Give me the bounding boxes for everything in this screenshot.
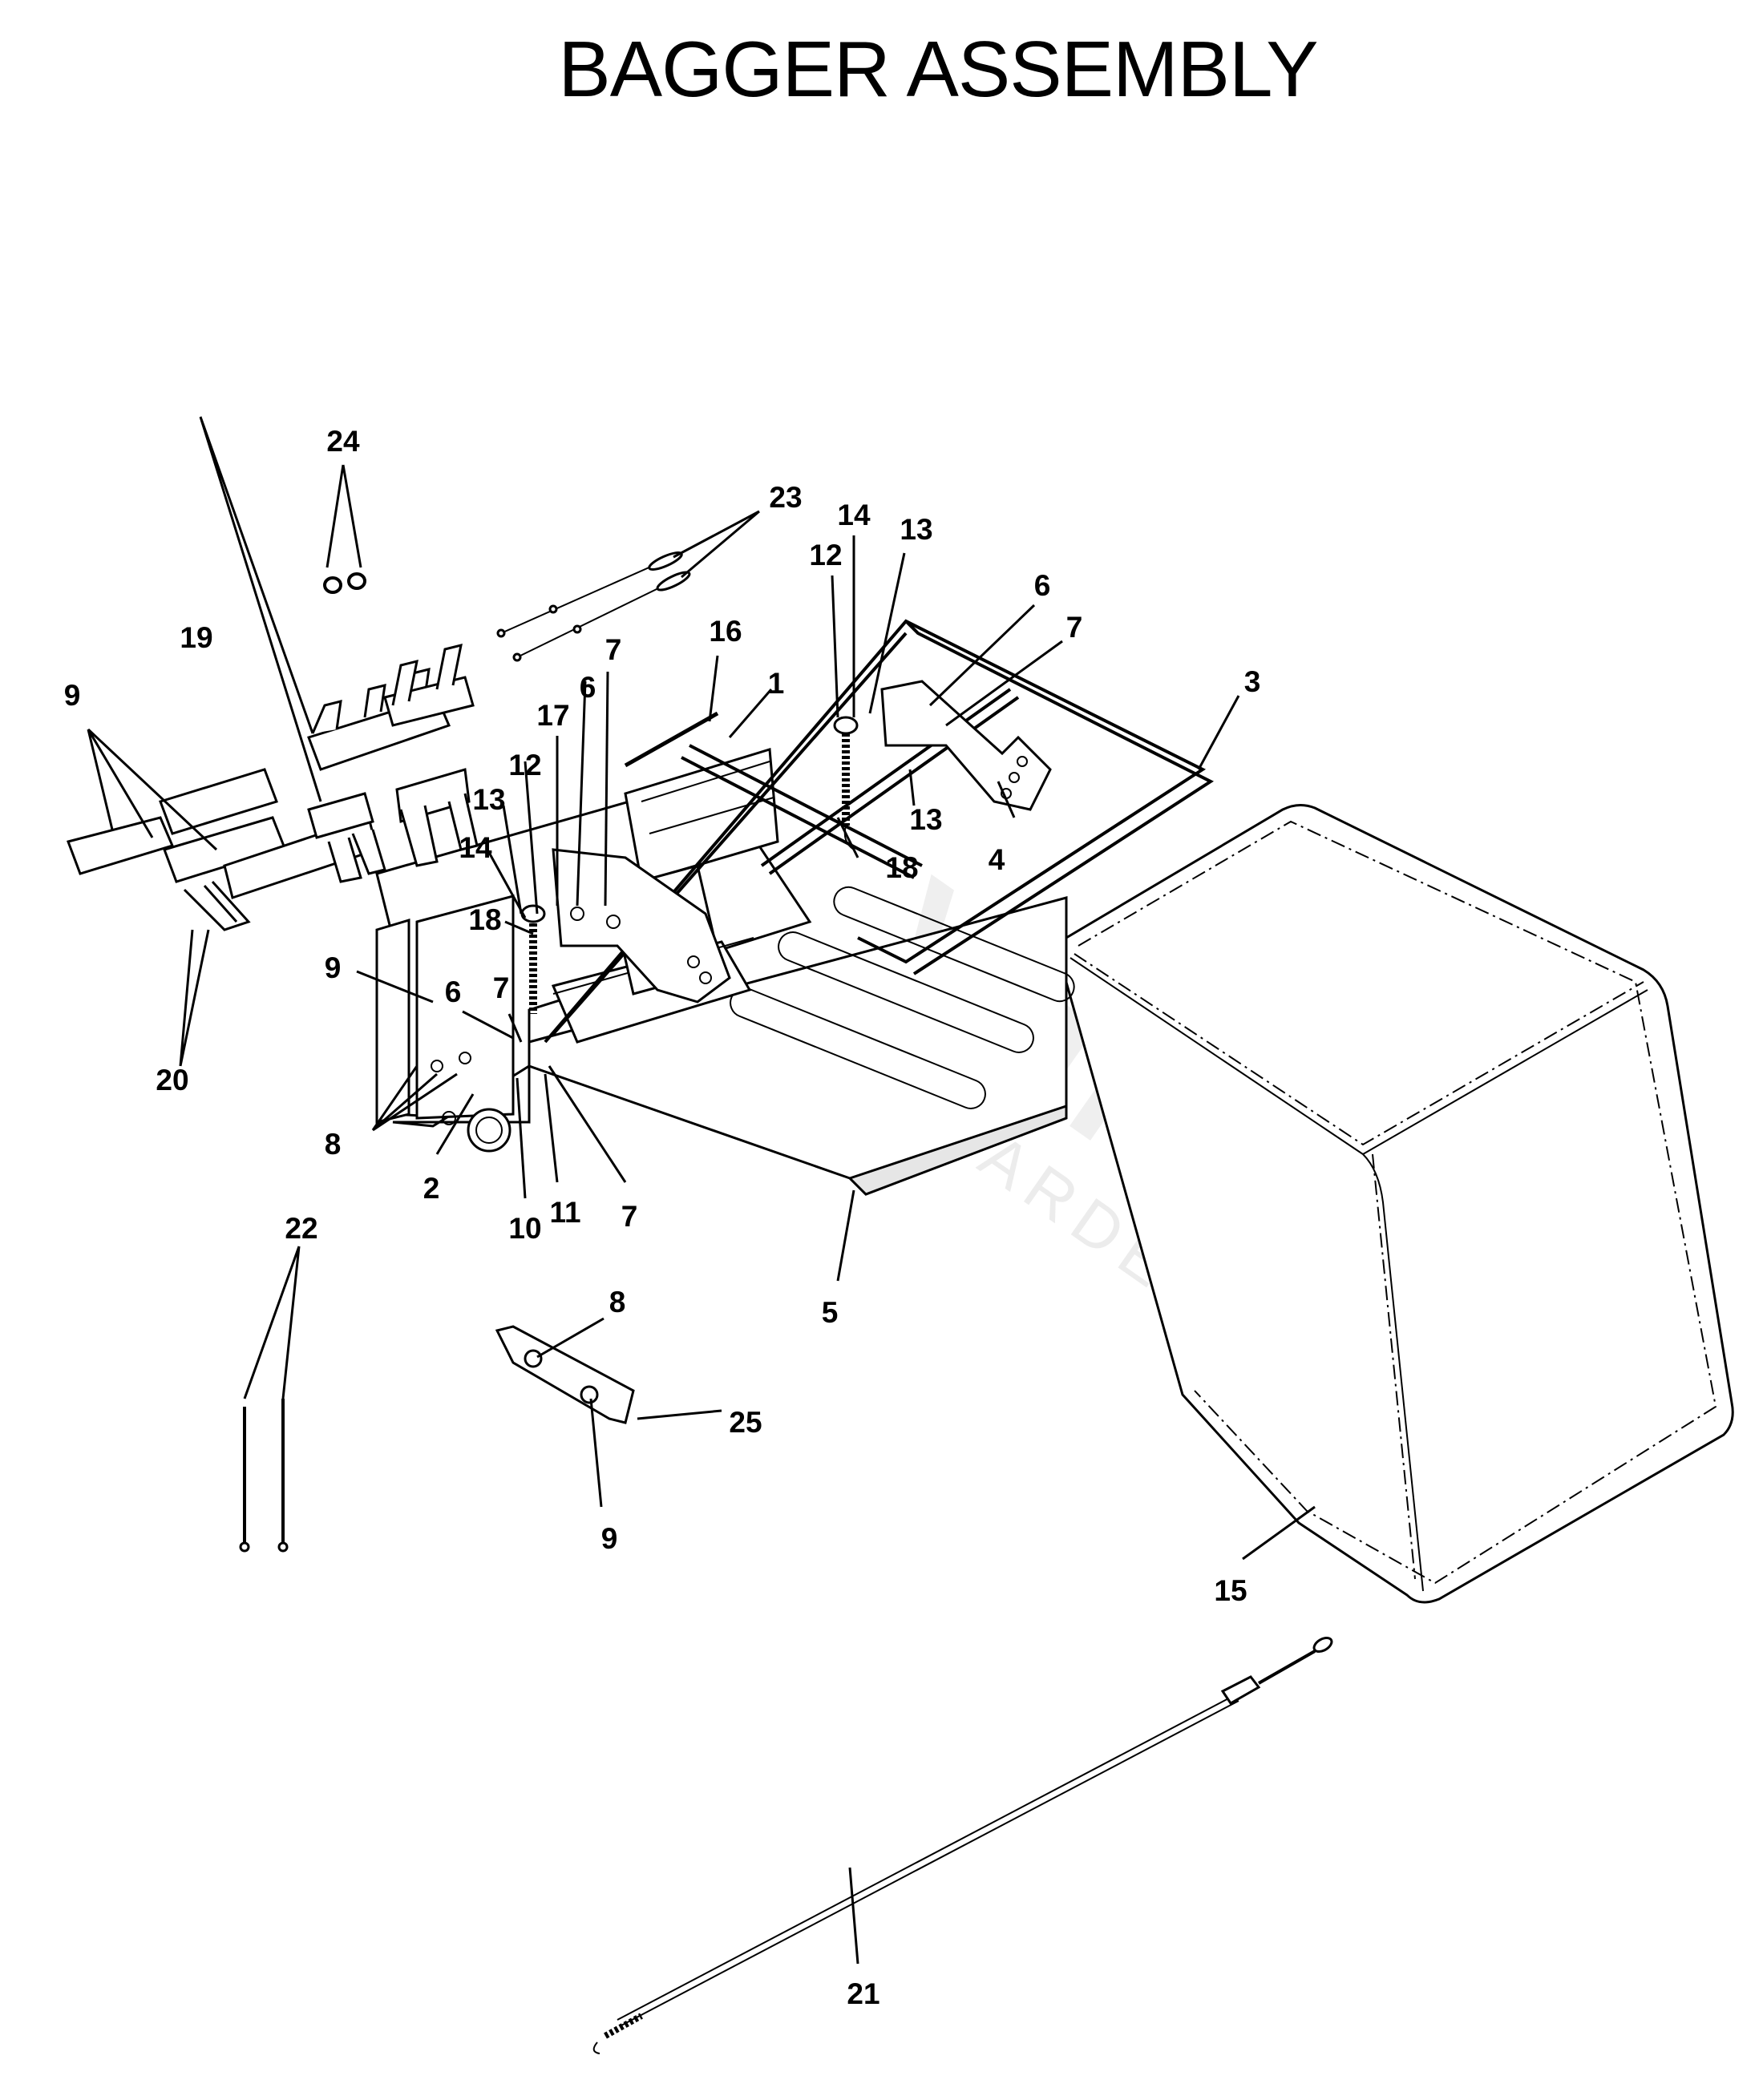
ring-24a xyxy=(323,576,342,594)
callout-13: 13 xyxy=(909,803,942,836)
pins-22 xyxy=(239,1399,289,1553)
callout-13: 14 xyxy=(459,831,492,864)
callout-12: 12 xyxy=(809,539,842,571)
callout-15: 15 xyxy=(1214,1574,1247,1607)
callout-16: 16 xyxy=(709,615,742,648)
callout-6: 6 xyxy=(580,671,596,704)
callout-24: 24 xyxy=(326,425,360,458)
callout-9: 9 xyxy=(64,679,81,712)
callout-17: 17 xyxy=(536,699,569,732)
callout-5: 5 xyxy=(822,1296,839,1329)
hinge-strips xyxy=(67,643,479,931)
callout-14: 13 xyxy=(472,783,505,816)
grass-bag xyxy=(1057,804,1734,1604)
callout-8: 8 xyxy=(325,1128,342,1161)
callout-7: 7 xyxy=(605,633,622,666)
handle-frame xyxy=(544,619,1215,1044)
callout-21: 21 xyxy=(847,1977,879,2010)
leader-lines xyxy=(87,416,1316,1965)
callout-labels: 24 23 14 13 12 6 7 19 16 3 9 7 1 6 17 12… xyxy=(64,425,1261,2010)
callout-18: 18 xyxy=(468,903,501,936)
floor-plate xyxy=(528,886,1075,1196)
cable-21 xyxy=(592,1636,1333,2054)
rod-16 xyxy=(624,711,719,768)
page-title: BAGGER ASSEMBLY xyxy=(558,25,1318,113)
left-bracket xyxy=(552,848,731,1004)
callout-3: 3 xyxy=(1244,665,1261,698)
callout-23: 23 xyxy=(769,481,802,514)
springs xyxy=(520,716,859,1014)
callout-9: 9 xyxy=(601,1522,618,1555)
callout-9: 9 xyxy=(325,951,342,984)
callout-6: 6 xyxy=(445,975,462,1008)
callout-11: 11 xyxy=(549,1196,580,1229)
callout-12: 12 xyxy=(508,749,541,781)
ring-24b xyxy=(347,572,366,590)
guard-plate xyxy=(495,1325,635,1424)
callout-6: 6 xyxy=(1034,569,1051,602)
callout-13: 13 xyxy=(900,513,932,546)
callout-4: 4 xyxy=(989,843,1005,876)
callout-7: 7 xyxy=(621,1200,638,1233)
callout-22: 22 xyxy=(285,1212,317,1245)
callout-2: 2 xyxy=(423,1172,440,1205)
callout-18: 18 xyxy=(885,851,918,884)
callout-1: 1 xyxy=(768,667,785,700)
callout-7: 7 xyxy=(1066,611,1083,644)
right-bracket xyxy=(880,680,1052,811)
callout-10: 10 xyxy=(508,1212,541,1245)
callout-8: 8 xyxy=(609,1286,626,1319)
callout-25: 25 xyxy=(729,1406,762,1439)
callout-20: 20 xyxy=(156,1064,188,1096)
callout-7: 7 xyxy=(493,971,510,1004)
callout-19: 19 xyxy=(180,621,212,654)
callout-14: 14 xyxy=(837,499,871,531)
